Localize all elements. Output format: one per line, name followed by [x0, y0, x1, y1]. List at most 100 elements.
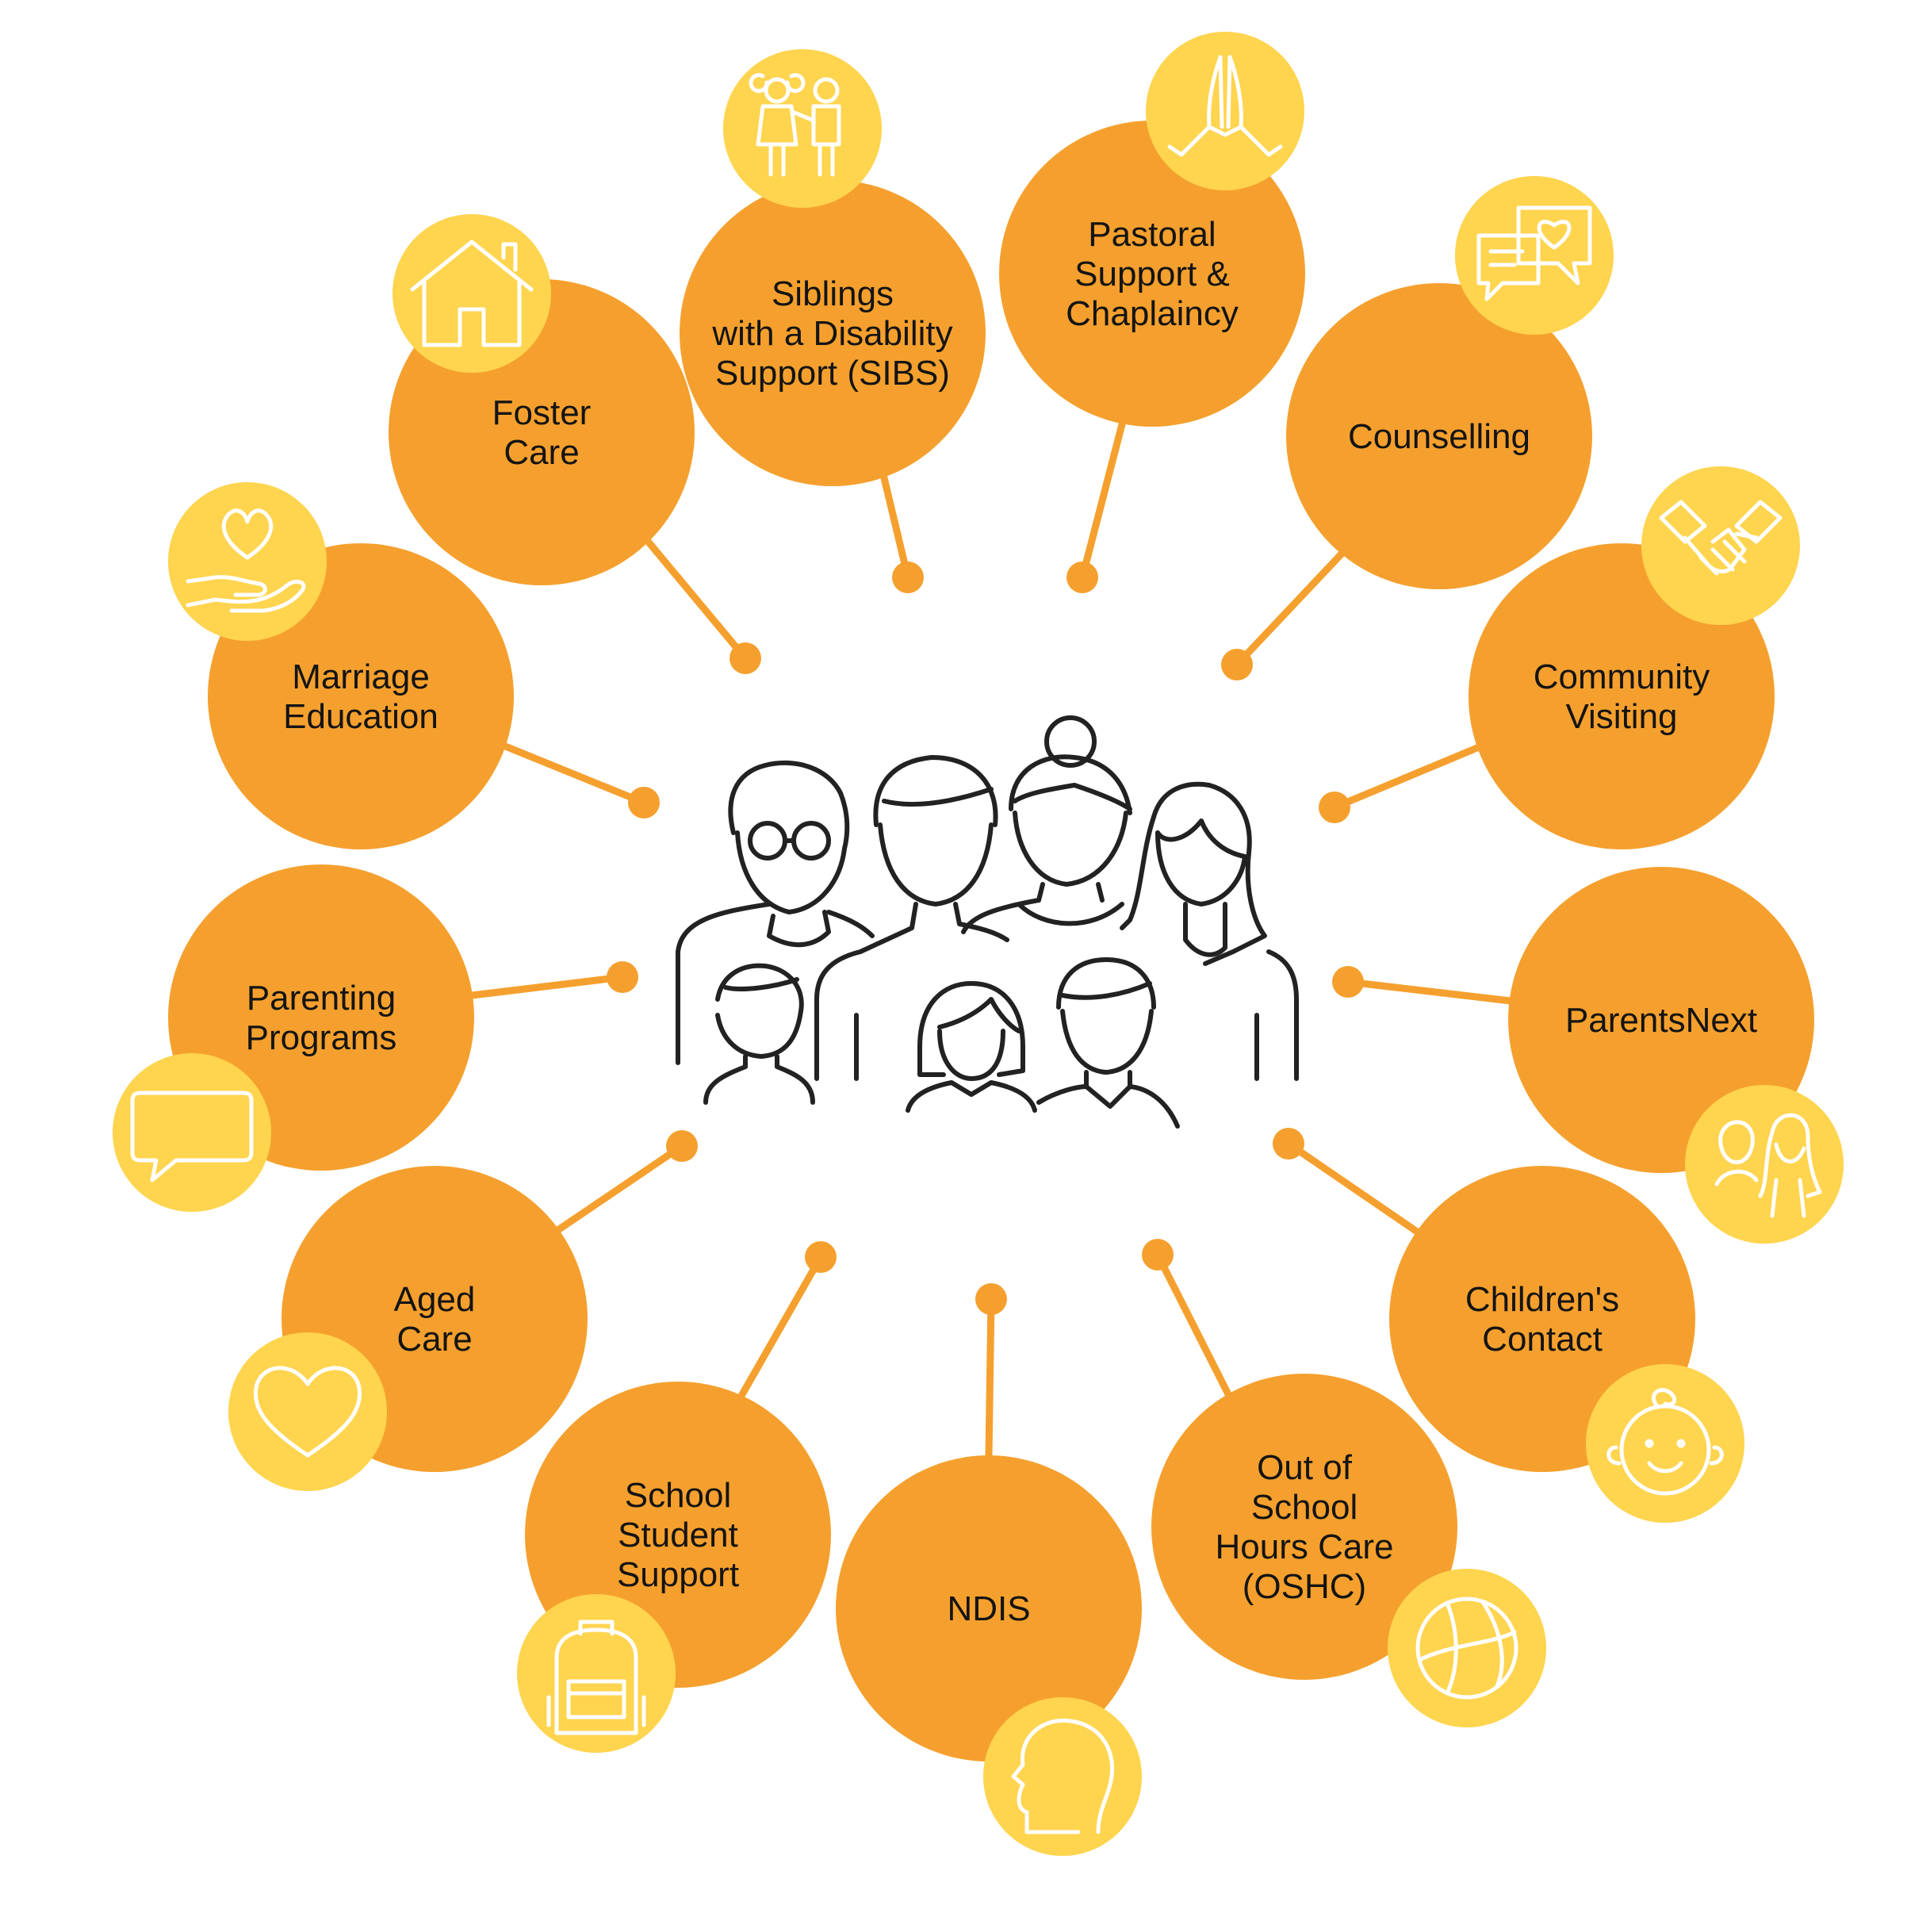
- icon-badge-parenting-programs: [113, 1053, 271, 1212]
- service-label-pastoral-line-2: Support &: [1074, 255, 1230, 293]
- connector-dot-parenting-programs: [607, 961, 638, 993]
- icon-badge-school-student-support: [517, 1594, 676, 1753]
- icon-badge-parentsnext: [1685, 1085, 1844, 1244]
- icon-badge-aged-care: [228, 1332, 387, 1491]
- icon-badge-marriage-education: [168, 482, 327, 641]
- connector-dot-school-student-support: [805, 1241, 837, 1273]
- service-label-community-visiting-line-2: Visiting: [1565, 697, 1677, 736]
- connector-dot-oshc: [1142, 1239, 1174, 1271]
- connector-line-foster-care: [642, 535, 749, 662]
- service-label-oshc-line-1: Out of: [1257, 1448, 1353, 1487]
- icon-badge-foster-care: [393, 214, 551, 373]
- heart-in-hand-icon: [186, 508, 306, 613]
- service-label-aged-care-line-1: Aged: [394, 1280, 476, 1319]
- service-circle-ndis: [836, 1455, 1142, 1761]
- connector-line-aged-care: [555, 1142, 686, 1233]
- connector-dot-childrens-contact: [1273, 1128, 1304, 1160]
- connector-line-counselling: [1233, 547, 1348, 669]
- service-label-school-student-support-line-2: Student: [618, 1516, 738, 1554]
- icon-badge-oshc: [1388, 1569, 1546, 1727]
- service-label-childrens-contact-line-1: Children's: [1465, 1280, 1619, 1319]
- service-label-community-visiting-line-1: Community: [1534, 657, 1710, 696]
- icon-badge-childrens-contact: [1586, 1364, 1744, 1523]
- connector-line-childrens-contact: [1285, 1140, 1423, 1237]
- connector-dot-community-visiting: [1319, 792, 1350, 823]
- connector-dot-ndis: [975, 1283, 1007, 1315]
- service-label-oshc-line-2: School: [1251, 1488, 1358, 1527]
- service-label-pastoral-line-3: Chaplaincy: [1066, 294, 1239, 333]
- service-circle-siblings: [680, 180, 986, 486]
- service-label-siblings-line-2: with a Disability: [711, 314, 952, 353]
- service-label-childrens-contact-line-2: Contact: [1482, 1320, 1603, 1359]
- service-label-ndis-line-1: NDIS: [947, 1589, 1030, 1628]
- connector-dot-siblings: [892, 562, 924, 593]
- service-circle-counselling: [1286, 283, 1592, 589]
- icon-badge-counselling: [1455, 176, 1614, 335]
- praying-hands-icon: [1167, 55, 1283, 157]
- service-label-parenting-programs-line-1: Parenting: [247, 979, 396, 1018]
- connector-dot-parentsnext: [1332, 966, 1364, 998]
- service-label-siblings-line-3: Support (SIBS): [715, 354, 950, 393]
- icon-badge-pastoral: [1146, 32, 1304, 190]
- service-label-school-student-support-line-3: Support: [617, 1555, 739, 1594]
- heart-icon: [253, 1366, 362, 1458]
- service-label-aged-care-line-2: Care: [396, 1320, 472, 1359]
- connector-line-community-visiting: [1331, 742, 1487, 811]
- service-label-parentsnext-line-1: ParentsNext: [1565, 1001, 1757, 1040]
- connector-line-pastoral: [1078, 420, 1126, 581]
- connector-dot-marriage-education: [628, 787, 660, 818]
- connector-dot-aged-care: [666, 1130, 698, 1162]
- service-circle-pastoral: [999, 121, 1305, 427]
- connector-line-parentsnext: [1344, 978, 1515, 1005]
- service-label-parenting-programs-line-2: Programs: [246, 1018, 397, 1057]
- connector-dot-foster-care: [729, 642, 761, 674]
- connector-line-ndis: [985, 1295, 995, 1459]
- connector-line-marriage-education: [500, 742, 648, 807]
- service-label-foster-care-line-2: Care: [504, 433, 579, 472]
- service-circle-oshc: [1151, 1374, 1457, 1680]
- connector-dot-pastoral: [1066, 562, 1098, 593]
- connector-lines: [468, 420, 1515, 1459]
- house-icon: [410, 240, 534, 347]
- service-label-school-student-support-line-1: School: [625, 1476, 732, 1515]
- parent-child-icon: [1714, 1113, 1822, 1218]
- service-label-oshc-line-3: Hours Care: [1216, 1528, 1394, 1566]
- backpack-icon: [546, 1620, 646, 1735]
- service-label-siblings-line-1: Siblings: [772, 274, 894, 313]
- service-node-counselling: Counselling: [1286, 176, 1614, 589]
- connector-line-school-student-support: [737, 1253, 825, 1400]
- service-label-foster-care-line-1: Foster: [492, 393, 592, 432]
- icon-badge-siblings: [723, 49, 882, 208]
- connector-dot-counselling: [1221, 649, 1253, 680]
- head-profile-icon: [1011, 1718, 1115, 1834]
- connector-line-parenting-programs: [468, 973, 626, 999]
- service-label-pastoral-line-1: Pastoral: [1088, 215, 1216, 254]
- service-label-counselling-line-1: Counselling: [1348, 417, 1530, 456]
- chat-heart-icon: [1476, 205, 1592, 301]
- service-label-marriage-education-line-2: Education: [283, 697, 438, 736]
- handshake-icon: [1659, 500, 1783, 576]
- connector-line-oshc: [1154, 1251, 1233, 1400]
- service-label-oshc-line-4: (OSHC): [1243, 1567, 1366, 1606]
- children-icon: [749, 73, 841, 177]
- icon-badge-community-visiting: [1641, 466, 1800, 625]
- ball-icon: [1415, 1597, 1518, 1700]
- child-face-icon: [1606, 1388, 1724, 1496]
- service-node-ndis: NDIS: [836, 1455, 1142, 1856]
- service-label-marriage-education-line-1: Marriage: [292, 657, 430, 696]
- service-node-parentsnext: ParentsNext: [1508, 867, 1844, 1244]
- family-group-icon: [676, 715, 1299, 1129]
